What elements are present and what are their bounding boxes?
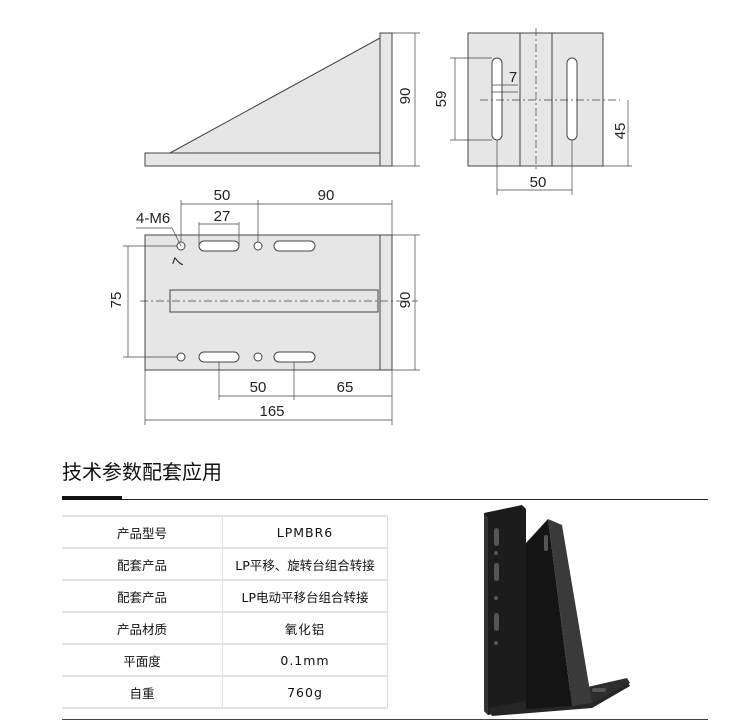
side-view	[144, 32, 420, 167]
spec-label: 配套产品	[62, 580, 223, 613]
spec-value: LP电动平移台组合转接	[222, 580, 388, 613]
bottom-spacing-label: 50	[250, 379, 267, 396]
total-length-label: 165	[259, 403, 284, 420]
product-photo	[484, 505, 630, 716]
section-divider-accent	[62, 496, 122, 500]
slot-length-label: 27	[214, 208, 231, 225]
spec-label: 产品材质	[62, 612, 223, 645]
spec-label: 自重	[62, 676, 223, 709]
front-slot-width-label: 7	[509, 69, 517, 86]
spec-label: 平面度	[62, 644, 223, 677]
row-spacing-label: 75	[108, 292, 125, 309]
spec-label: 产品型号	[62, 515, 223, 549]
front-slot-height-label: 45	[612, 123, 629, 140]
technical-drawing: 90 59 7 45 50 50 90 27 4-M6 7 75 90 50 6…	[108, 28, 632, 425]
front-view	[450, 28, 632, 195]
hole-to-edge-label: 90	[318, 187, 335, 204]
front-slot-spacing-label: 50	[530, 174, 547, 191]
front-slot-length-label: 59	[433, 91, 450, 108]
bottom-divider	[62, 719, 708, 720]
hole-spacing-label: 50	[214, 187, 231, 204]
spec-label: 配套产品	[62, 548, 223, 581]
top-width-label: 90	[397, 292, 414, 309]
section-divider	[62, 499, 708, 500]
spec-value: 氧化铝	[222, 612, 388, 645]
bottom-to-edge-label: 65	[337, 379, 354, 396]
side-height-label: 90	[397, 88, 414, 105]
thread-label: 4-M6	[136, 210, 170, 227]
spec-value: 760g	[222, 676, 388, 709]
section-title: 技术参数配套应用	[62, 460, 222, 484]
top-view	[123, 200, 420, 425]
table-row: 产品材质氧化铝	[62, 612, 388, 645]
spec-value: LP平移、旋转台组合转接	[222, 548, 388, 581]
spec-value: LPMBR6	[222, 515, 388, 549]
spec-value: 0.1mm	[222, 644, 388, 677]
